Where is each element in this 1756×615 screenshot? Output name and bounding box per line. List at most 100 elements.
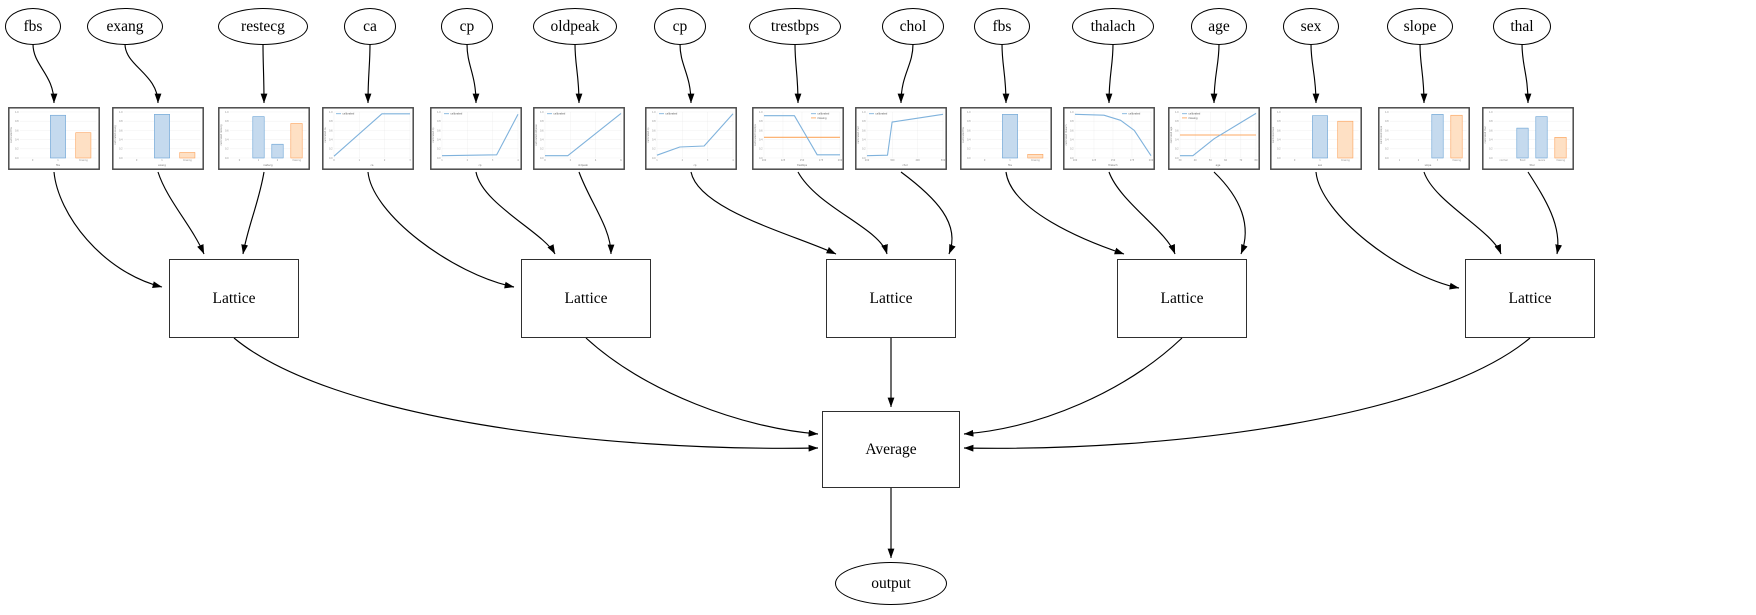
bar-missing [1027,154,1044,159]
x-axis-label: trestbps [797,163,808,167]
x-axis-label: slope [1425,163,1432,167]
feature-node-age-11: age [1191,8,1247,45]
x-tick-label: 400 [915,159,920,162]
y-tick-label: 0.8 [225,120,229,123]
y-tick-label: 0.6 [1489,129,1493,132]
y-axis-label: calibrated fbs [10,126,13,143]
lattice-label: Lattice [564,289,608,307]
y-tick-label: 0.0 [862,157,866,160]
lattice-label: Lattice [1508,289,1552,307]
y-tick-label: 0.6 [862,129,866,132]
y-tick-label: 0.6 [1277,129,1281,132]
y-axis-label: calibrated oldpeak [535,124,538,146]
y-tick-label: 0.8 [1385,120,1389,123]
edge-calibrator-to-lattice-5 [578,171,615,255]
edge-lattice-to-average-1 [585,337,819,437]
calibrated-line [545,112,622,157]
feature-node-fbs-0: fbs [5,8,61,45]
bar-calibrated [50,114,66,159]
y-tick-label: 0.0 [759,157,763,160]
edge-calibrator-to-lattice-4 [475,171,556,255]
y-tick-label: 0.6 [119,129,123,132]
feature-label: ca [363,17,377,35]
y-tick-label: 0.4 [967,139,971,142]
y-axis-label: calibrated slope [1380,125,1383,144]
y-tick-label: 0.8 [759,120,763,123]
y-tick-label: 0.4 [437,139,441,142]
y-tick-label: 0.6 [437,129,441,132]
edge-feature-to-calibrator-14 [1521,43,1532,104]
x-tick-label: 1 [1399,159,1401,162]
bar-missing [1337,120,1354,159]
edge-calibrator-to-lattice-2 [241,171,265,255]
edge-calibrator-to-lattice-12 [1315,171,1460,290]
y-tick-label: 0.6 [652,129,656,132]
x-tick-label: 200 [838,159,843,162]
y-tick-label: 0.2 [119,148,123,151]
edge-calibrator-to-lattice-6 [690,171,837,255]
edge-calibrator-to-lattice-11 [1213,171,1248,255]
y-tick-label: 0.4 [1070,139,1074,142]
feature-label: exang [106,17,144,35]
x-tick-label: revers [1538,159,1546,162]
y-tick-label: 1.0 [329,111,333,114]
edge-calibrator-to-lattice-0 [53,171,163,289]
y-axis-label: calibrated cp [432,127,435,143]
feature-node-slope-13: slope [1387,8,1453,45]
x-tick-label: 1 [359,159,361,162]
feature-node-restecg-2: restecg [218,8,308,45]
y-tick-label: 0.0 [1277,157,1281,160]
y-tick-label: 0.8 [1489,120,1493,123]
y-tick-label: 0.0 [329,157,333,160]
y-tick-label: 0.2 [759,148,763,151]
y-axis-label: calibrated exang [114,125,117,145]
output-label: output [871,574,911,592]
y-tick-label: 0.0 [1070,157,1074,160]
y-tick-label: 0.4 [15,139,19,142]
lattice-label: Lattice [1160,289,1204,307]
calibrated-line [333,113,410,157]
feature-label: fbs [23,17,43,35]
x-tick-label: normal [1499,159,1507,162]
y-tick-label: 0.8 [652,120,656,123]
y-tick-label: 0.4 [1277,139,1281,142]
x-tick-label: 0 [32,159,34,162]
bar-calibrated [1002,114,1018,159]
calibrated-line [656,113,734,156]
y-tick-label: 0.2 [1070,148,1074,151]
x-tick-label: 4 [595,159,597,162]
feature-node-thalach-10: thalach [1072,8,1154,45]
x-tick-label: 1 [258,159,260,162]
y-axis-label: calibrated sex [1272,126,1275,143]
x-tick-label: 4 [517,159,519,162]
x-tick-label: 125 [781,159,786,162]
average-label: Average [865,440,917,458]
edge-feature-to-calibrator-7 [794,43,802,104]
x-tick-label: missing [1452,159,1461,162]
y-tick-label: 0.8 [862,120,866,123]
feature-label: trestbps [770,17,820,35]
y-tick-label: 0.6 [967,129,971,132]
y-tick-label: 0.2 [967,148,971,151]
x-tick-label: 0 [136,159,138,162]
lattice-node-2: Lattice [521,259,651,338]
x-tick-label: 3 [409,159,411,162]
y-axis-label: calibrated cp [647,127,650,143]
y-tick-label: 1.0 [1175,111,1179,114]
lattice-label: Lattice [212,289,256,307]
calibrated-line [1074,113,1152,157]
y-axis-label: calibrated thalach [1065,124,1068,145]
x-tick-label: missing [1031,159,1040,162]
y-tick-label: 1.0 [862,111,866,114]
y-axis-label: calibrated fbs [962,126,965,143]
bar-calibrated [154,114,170,159]
edge-calibrator-to-lattice-8 [900,171,956,255]
edge-lattice-to-average-3 [963,337,1183,437]
bar-missing [1450,114,1463,159]
y-tick-label: 0.6 [1385,129,1389,132]
